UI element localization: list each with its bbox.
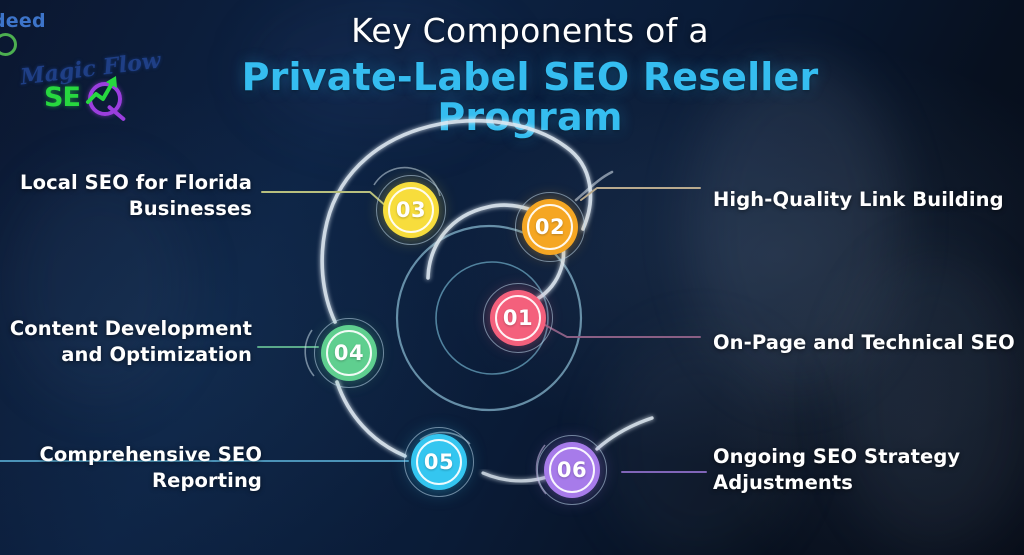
node-inner-ring-06: [549, 447, 595, 493]
node-number-04: 04: [333, 341, 365, 365]
indeed-circle-icon: [0, 33, 17, 56]
indeed-wordmark: deed: [0, 10, 46, 32]
title-line-1: Key Components of a: [351, 11, 709, 50]
node-number-02: 02: [534, 215, 566, 239]
page-title: Key Components of a Private-Label SEO Re…: [160, 11, 900, 139]
indeed-watermark: deed: [0, 6, 62, 56]
spiral-stub-02: [574, 170, 614, 202]
node-label-04: Content Development and Optimization: [9, 317, 252, 366]
node-halo-04: [314, 318, 384, 388]
spiral-segment-tail: [595, 416, 654, 451]
spiral-segment-lower-left: [335, 380, 407, 458]
node-label-02: High-Quality Link Building: [713, 188, 1004, 211]
node-label-05: Comprehensive SEO Reporting: [39, 443, 262, 492]
node-inner-ring-02: [527, 204, 573, 250]
node-number-05: 05: [423, 450, 455, 474]
node-05[interactable]: 05: [404, 427, 474, 497]
node-inner-ring-03: [388, 187, 434, 233]
node-label-06: Ongoing SEO Strategy Adjustments: [713, 445, 961, 494]
node-06[interactable]: 06: [537, 435, 607, 505]
connector-line-01: [544, 324, 701, 338]
magic-flow-seo-logo: Magic Flow SE: [14, 48, 164, 122]
node-03[interactable]: 03: [376, 175, 446, 245]
node-number-03: 03: [395, 198, 427, 222]
node-halo-02: [515, 192, 585, 262]
node-04[interactable]: 04: [314, 318, 384, 388]
node-inner-ring-05: [416, 439, 462, 485]
growth-arrow-icon: [86, 76, 117, 104]
node-label-03: Local SEO for Florida Businesses: [20, 171, 252, 220]
node-inner-ring-04: [326, 330, 372, 376]
decorative-ring-outer: [395, 224, 583, 412]
logo-se-text: SE: [44, 82, 81, 113]
node-number-01: 01: [502, 306, 534, 330]
node-halo-01: [483, 283, 553, 353]
spiral-segment-upper: [320, 119, 593, 324]
node-number-06: 06: [556, 458, 588, 482]
node-label-01: On-Page and Technical SEO: [713, 331, 1015, 354]
node-halo-03: [376, 175, 446, 245]
node-arc-04: [304, 329, 315, 377]
node-halo-06: [537, 435, 607, 505]
node-01[interactable]: 01: [483, 283, 553, 353]
connector-line-02: [580, 187, 701, 201]
node-02[interactable]: 02: [515, 192, 585, 262]
node-inner-ring-01: [495, 295, 541, 341]
node-halo-05: [404, 427, 474, 497]
title-line-2: Private-Label SEO Reseller Program: [241, 54, 819, 139]
